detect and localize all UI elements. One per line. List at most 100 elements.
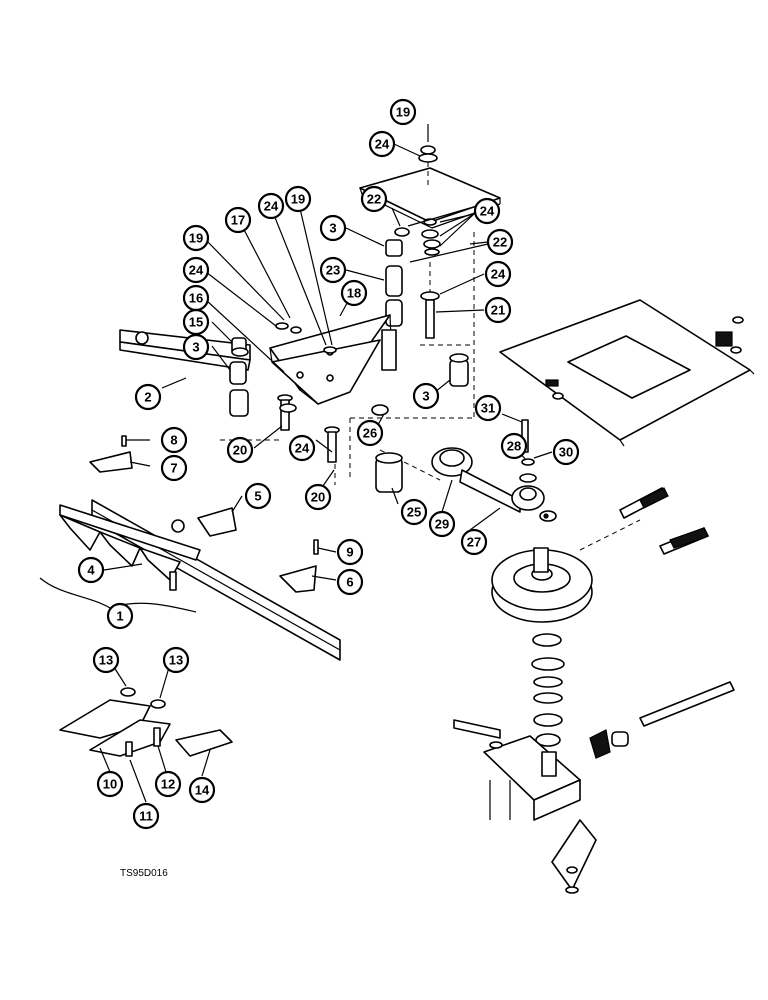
svg-text:24: 24 (264, 199, 279, 214)
svg-text:24: 24 (189, 263, 204, 278)
callout-15: 15 (182, 308, 210, 336)
guards (59, 687, 233, 757)
callout-24: 24 (368, 130, 396, 158)
callout-24: 24 (484, 260, 512, 288)
knife-sections (89, 435, 319, 593)
callout-28: 28 (500, 432, 528, 460)
svg-text:7: 7 (170, 461, 177, 476)
callout-24: 24 (182, 256, 210, 284)
callout-17: 17 (224, 206, 252, 234)
callout-10: 10 (96, 770, 124, 798)
svg-text:13: 13 (169, 653, 183, 668)
svg-text:12: 12 (161, 777, 175, 792)
svg-text:23: 23 (326, 263, 340, 278)
callout-26: 26 (356, 419, 384, 447)
callout-22: 22 (486, 228, 514, 256)
svg-text:22: 22 (367, 192, 381, 207)
pitman-arm (431, 419, 557, 522)
svg-text:5: 5 (254, 489, 261, 504)
callout-9: 9 (336, 538, 364, 566)
svg-text:20: 20 (311, 490, 325, 505)
callout-4: 4 (77, 556, 105, 584)
svg-text:11: 11 (139, 809, 153, 824)
main-plate (269, 314, 397, 405)
svg-text:26: 26 (363, 426, 377, 441)
callout-19: 19 (182, 224, 210, 252)
svg-text:22: 22 (493, 235, 507, 250)
svg-text:2: 2 (144, 390, 151, 405)
callout-13: 13 (92, 646, 120, 674)
svg-text:13: 13 (99, 653, 113, 668)
svg-text:17: 17 (231, 213, 245, 228)
svg-text:3: 3 (422, 389, 429, 404)
callout-24: 24 (257, 192, 285, 220)
svg-text:15: 15 (189, 315, 203, 330)
callout-24: 24 (288, 434, 316, 462)
drawing-code: TS95D016 (120, 868, 168, 879)
svg-text:24: 24 (295, 441, 310, 456)
callout-20: 20 (304, 483, 332, 511)
callout-7: 7 (160, 454, 188, 482)
svg-text:25: 25 (407, 505, 421, 520)
gearbox (453, 633, 581, 821)
svg-text:14: 14 (195, 783, 210, 798)
bottom-plate (551, 819, 597, 894)
knife-bar (59, 499, 341, 661)
adjusting-bolt (589, 681, 735, 759)
callout-19: 19 (389, 98, 417, 126)
assembly-guides (220, 232, 475, 485)
cover-plate (499, 299, 755, 447)
callout-30: 30 (552, 438, 580, 466)
callout-8: 8 (160, 426, 188, 454)
callout-23: 23 (319, 256, 347, 284)
svg-text:3: 3 (329, 221, 336, 236)
callout-2: 2 (134, 383, 162, 411)
callout-16: 16 (182, 284, 210, 312)
bolts (277, 394, 389, 463)
svg-text:18: 18 (347, 286, 361, 301)
svg-text:24: 24 (491, 267, 506, 282)
callout-11: 11 (132, 802, 160, 830)
svg-text:1: 1 (116, 609, 123, 624)
callout-21: 21 (484, 296, 512, 324)
callout-25: 25 (400, 498, 428, 526)
svg-text:24: 24 (375, 137, 390, 152)
callout-1: 1 (106, 602, 134, 630)
callout-6: 6 (336, 568, 364, 596)
svg-text:16: 16 (189, 291, 203, 306)
callout-18: 18 (340, 279, 368, 307)
svg-text:19: 19 (189, 231, 203, 246)
svg-text:24: 24 (480, 204, 495, 219)
callout-20: 20 (226, 436, 254, 464)
svg-text:9: 9 (346, 545, 353, 560)
drive-shafts (619, 487, 709, 555)
svg-text:31: 31 (481, 401, 495, 416)
top-hardware (394, 145, 489, 339)
svg-text:19: 19 (291, 192, 305, 207)
callout-5: 5 (244, 482, 272, 510)
callout-31: 31 (474, 394, 502, 422)
callout-29: 29 (428, 510, 456, 538)
spacer-right (449, 353, 469, 387)
spacer-tubes (385, 239, 403, 327)
svg-text:28: 28 (507, 439, 521, 454)
callout-3: 3 (412, 382, 440, 410)
flywheel (491, 519, 641, 623)
svg-text:30: 30 (559, 445, 573, 460)
callout-14: 14 (188, 776, 216, 804)
svg-text:3: 3 (192, 340, 199, 355)
svg-text:4: 4 (87, 563, 95, 578)
callout-12: 12 (154, 770, 182, 798)
svg-text:8: 8 (170, 433, 177, 448)
callout-24: 24 (473, 197, 501, 225)
bearing-block (375, 452, 403, 493)
svg-text:19: 19 (396, 105, 410, 120)
leader-lines (39, 124, 553, 803)
callout-13: 13 (162, 646, 190, 674)
svg-text:6: 6 (346, 575, 353, 590)
callout-19: 19 (284, 185, 312, 213)
svg-text:29: 29 (435, 517, 449, 532)
callout-27: 27 (460, 528, 488, 556)
